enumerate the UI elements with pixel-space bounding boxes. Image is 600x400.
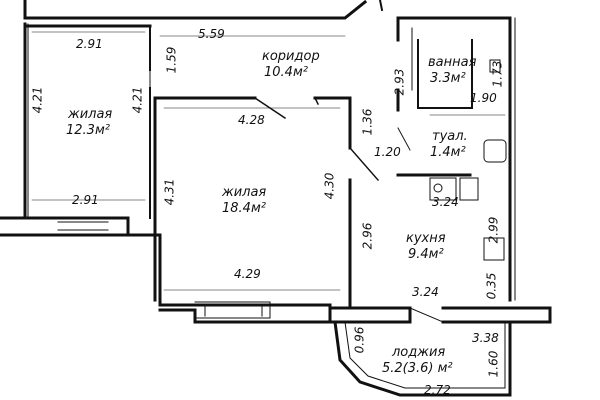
room-area-toilet: 1.4м²: [430, 145, 466, 160]
wall-top-right: [378, 0, 384, 12]
door-kitchen: [348, 146, 380, 182]
dim-4-31: 4.31: [162, 178, 177, 206]
window-room2: [194, 301, 271, 319]
dim-2-99: 2.99: [486, 216, 501, 244]
room-name-toilet: туал.: [432, 129, 468, 144]
dim-2-91-bottom: 2.91: [72, 193, 99, 207]
dim-1-59: 1.59: [164, 46, 179, 74]
door-toilet: [397, 127, 411, 151]
dim-1-90: 1.90: [470, 91, 497, 105]
dim-2-96: 2.96: [360, 222, 375, 250]
dim-1-60: 1.60: [486, 350, 501, 378]
door-balcony: [409, 307, 444, 323]
dim-1-20: 1.20: [374, 145, 401, 159]
dim-4-21-left: 4.21: [30, 86, 45, 114]
dim-2-72: 2.72: [424, 383, 451, 397]
room-area-living-small: 12.3м²: [66, 123, 110, 138]
room-area-corridor: 10.4м²: [264, 65, 308, 80]
wall-bottom-room2: [126, 233, 332, 324]
room-name-bathroom: ванная: [428, 55, 477, 70]
toilet-fixture: [483, 139, 507, 163]
stove-burner: [433, 183, 443, 193]
room-area-kitchen: 9.4м²: [408, 247, 444, 262]
room-name-kitchen: кухня: [406, 231, 446, 246]
window-room2-mullions: [204, 304, 263, 317]
room-area-living-big: 18.4м²: [222, 201, 266, 216]
stove: [429, 177, 457, 201]
sink-bath: [489, 59, 501, 73]
room-name-loggia: лоджия: [392, 345, 446, 360]
loggia-left: [333, 320, 512, 397]
dim-1-36: 1.36: [360, 108, 375, 136]
dim-2-93: 2.93: [392, 68, 407, 96]
wall-bottom-room1: [0, 216, 130, 237]
room-area-loggia: 5.2(3.6) м²: [382, 361, 453, 376]
dim-2-91-top: 2.91: [76, 37, 103, 51]
dim-5-59: 5.59: [198, 27, 225, 41]
room-name-living-small: жилая: [68, 107, 113, 122]
dim-1-73: 1.73: [490, 60, 505, 88]
dim-4-28: 4.28: [238, 113, 265, 127]
loggia-left-inner: [344, 321, 506, 389]
wall-kitchen-bottom-left: [328, 306, 412, 324]
wall-kitchen-bottom-right: [441, 306, 552, 324]
dim-3-24-bottom: 3.24: [412, 285, 439, 299]
dim-4-21-inner: 4.21: [130, 86, 145, 114]
room-name-corridor: коридор: [262, 49, 320, 64]
dim-3-24-top: 3.24: [432, 195, 459, 209]
dim-4-30: 4.30: [322, 172, 337, 200]
room-name-living-big: жилая: [222, 185, 267, 200]
dim-lines: [31, 31, 506, 291]
dim-0-35: 0.35: [484, 272, 499, 300]
cabinet: [483, 237, 505, 261]
dim-3-38: 3.38: [472, 331, 499, 345]
kitchen-sink: [459, 177, 479, 201]
dim-0-96: 0.96: [352, 326, 367, 354]
wall-top-left: [23, 0, 368, 20]
window-room1: [57, 221, 109, 231]
dim-4-29: 4.29: [234, 267, 261, 281]
room-area-bathroom: 3.3м²: [430, 71, 466, 86]
